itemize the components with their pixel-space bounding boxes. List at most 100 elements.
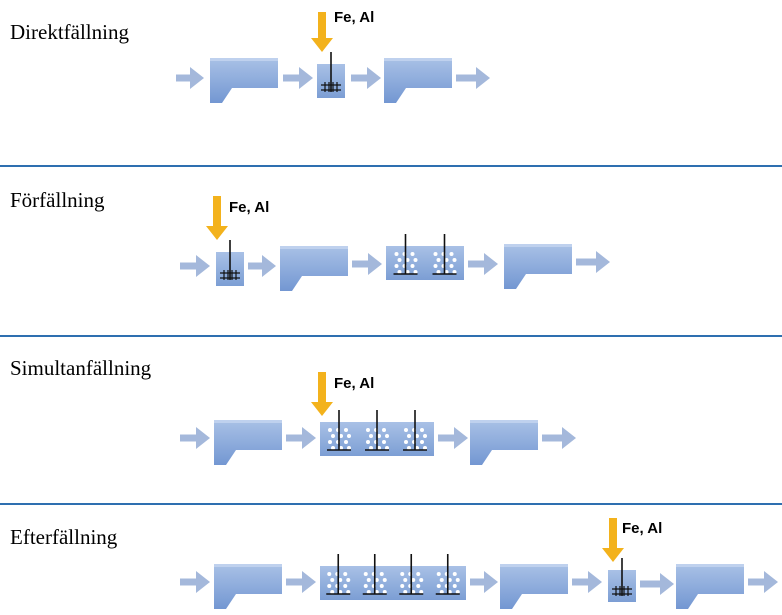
stirrer-icon — [326, 554, 351, 595]
bubble — [385, 446, 389, 450]
bubble — [338, 578, 343, 582]
chemical-arrow-shape — [602, 518, 624, 562]
flow-arrow-shape — [576, 251, 610, 273]
bubble — [344, 440, 348, 444]
bubble — [346, 590, 351, 594]
bubble — [452, 572, 457, 576]
section-divider — [0, 165, 782, 167]
bubble — [327, 584, 332, 588]
stirrer-icon — [362, 554, 387, 595]
bubble — [416, 584, 421, 588]
bubble — [328, 440, 332, 444]
chemical-arrow-shape — [311, 12, 333, 52]
tank-body — [280, 246, 348, 291]
section-title-forfallning: Förfällning — [10, 188, 105, 212]
chemical-label-direktfallning: Fe, Al — [334, 9, 375, 26]
bubble — [394, 264, 399, 268]
flow-arrow — [438, 427, 468, 449]
bubble — [382, 590, 387, 594]
sedimentation-tank — [500, 564, 568, 609]
bubble — [338, 590, 343, 594]
bubble — [339, 446, 343, 450]
bubble — [404, 440, 408, 444]
bubble — [330, 590, 335, 594]
stirrer-icon — [399, 554, 424, 595]
bubble — [366, 578, 371, 582]
flow-arrow-shape — [468, 253, 498, 275]
bubble — [407, 434, 411, 438]
bubble — [385, 434, 389, 438]
bubble — [420, 440, 424, 444]
stirrer-icon — [403, 410, 427, 451]
flow-arrow-shape — [351, 67, 381, 89]
bubble — [366, 440, 370, 444]
tank-body — [470, 420, 538, 465]
chemical-label-simultanfallning: Fe, Al — [334, 375, 375, 392]
bubble — [419, 578, 424, 582]
tank-rim — [280, 246, 348, 249]
bubble — [436, 270, 441, 274]
bubble — [394, 252, 399, 256]
flow-arrow — [470, 571, 498, 593]
flow-arrow — [351, 67, 381, 89]
chemical-dosing-arrow — [206, 196, 228, 240]
aeration-bubbles — [366, 428, 389, 450]
flow-arrow-shape — [283, 67, 313, 89]
bubble — [452, 258, 457, 262]
chemical-dosing-arrow — [311, 12, 333, 52]
bubble — [397, 258, 402, 262]
chemical-dosing-arrow — [602, 518, 624, 562]
flow-arrow — [176, 67, 204, 89]
bubble — [363, 584, 368, 588]
bubble — [346, 578, 351, 582]
bubble — [344, 428, 348, 432]
bubble — [397, 270, 402, 274]
flow-arrow — [180, 571, 210, 593]
flow-arrow-shape — [456, 67, 490, 89]
tank-rim — [676, 564, 744, 567]
section-divider — [0, 503, 782, 505]
bubble — [403, 590, 408, 594]
flow-arrow — [286, 427, 316, 449]
tank-rim — [214, 420, 282, 423]
bubble — [379, 584, 384, 588]
tank-rim — [500, 564, 568, 567]
flow-arrow-shape — [286, 427, 316, 449]
bubble — [400, 572, 405, 576]
chemical-label-efterfallning: Fe, Al — [622, 520, 663, 537]
bubble — [444, 258, 449, 262]
sedimentation-tank — [470, 420, 538, 465]
bubble — [331, 446, 335, 450]
bubble — [369, 434, 373, 438]
bubble — [379, 572, 384, 576]
bubble — [449, 252, 454, 256]
bubble — [436, 258, 441, 262]
bubble — [455, 578, 460, 582]
aeration-basin — [320, 566, 466, 600]
bubble — [419, 590, 424, 594]
aeration-basin — [386, 246, 464, 280]
bubble — [420, 428, 424, 432]
sedimentation-tank — [280, 246, 348, 291]
section-divider — [0, 335, 782, 337]
bubble — [410, 252, 415, 256]
section-title-efterfallning: Efterfällning — [10, 525, 118, 549]
flow-arrow-shape — [180, 255, 210, 277]
bubble — [433, 252, 438, 256]
bubble — [400, 584, 405, 588]
bubble — [366, 428, 370, 432]
bubble — [452, 270, 457, 274]
tank-rim — [504, 244, 572, 247]
flow-arrow-shape — [438, 427, 468, 449]
flow-arrow — [572, 571, 602, 593]
basin-body — [320, 566, 466, 600]
flow-arrow-shape — [640, 573, 674, 595]
bubble — [374, 590, 379, 594]
sedimentation-tank — [214, 564, 282, 609]
flow-arrow — [248, 255, 276, 277]
aeration-bubbles — [433, 252, 457, 274]
flow-arrow-shape — [572, 571, 602, 593]
flow-arrow-shape — [748, 571, 778, 593]
section-title-direktfallning: Direktfällning — [10, 20, 129, 44]
